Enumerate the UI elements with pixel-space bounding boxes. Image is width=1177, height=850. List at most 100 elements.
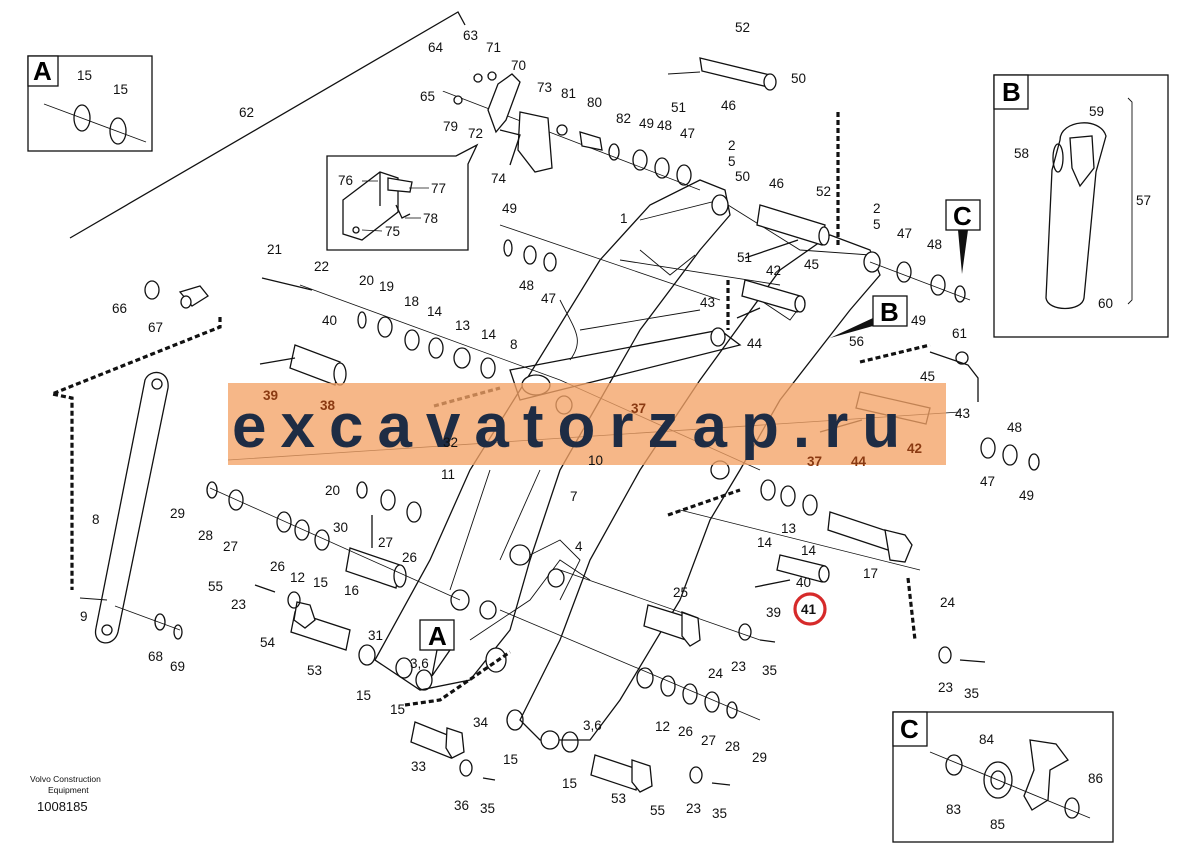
- callout-30: 49: [911, 313, 926, 328]
- callout-68: 29: [170, 506, 185, 521]
- callout-8: 73: [537, 80, 552, 95]
- callout-89: 23: [231, 597, 246, 612]
- frame-c-label-1: 86: [1088, 771, 1103, 786]
- tag-c: C: [953, 201, 972, 231]
- callout-110: 15: [562, 776, 577, 791]
- callout-64: 11: [441, 467, 455, 482]
- callout-3: 71: [486, 40, 501, 55]
- highlight-ring: [793, 592, 827, 626]
- callout-60: 44: [851, 454, 867, 469]
- watermark-band: [228, 383, 946, 465]
- callout-104: 34: [473, 715, 489, 730]
- callout-90: 54: [260, 635, 276, 650]
- callout-45: 49: [1019, 488, 1034, 503]
- callout-69: 28: [198, 528, 213, 543]
- callout-101: 27: [701, 733, 716, 748]
- callout-4: 70: [511, 58, 526, 73]
- callout-120: 8: [92, 512, 100, 527]
- callout-96: 3,6: [410, 656, 429, 671]
- callout-62: 32: [443, 435, 458, 450]
- callout-91: 53: [307, 663, 322, 678]
- callout-43: 48: [1007, 420, 1022, 435]
- callout-86: 17: [863, 566, 878, 581]
- callout-55: 40: [322, 313, 337, 328]
- frame-a-label-1: 15: [113, 82, 128, 97]
- callout-7: 72: [468, 126, 483, 141]
- detail-frame-c: C 84 86 83 85: [892, 711, 1114, 843]
- tag-a: A: [428, 621, 447, 651]
- callout-93: 24: [708, 666, 724, 681]
- callout-83: 14: [801, 543, 817, 558]
- washer-set: [154, 143, 1040, 784]
- footer: Volvo Construction Equipment 1008185: [30, 774, 101, 814]
- inset-label-3: 75: [385, 224, 400, 239]
- callout-80: 4: [575, 539, 583, 554]
- callout-11: 82: [616, 111, 631, 126]
- callout-82: 13: [781, 521, 796, 536]
- callout-72: 30: [333, 520, 348, 535]
- callout-38: 44: [747, 336, 763, 351]
- footer-brand-line1: Volvo Construction: [30, 774, 101, 784]
- highlight-label: 41: [801, 602, 817, 617]
- callout-16: 52: [735, 20, 750, 35]
- frame-b-label-1: 58: [1014, 146, 1029, 161]
- callout-108: 35: [480, 801, 495, 816]
- callout-61: 42: [907, 441, 922, 456]
- callout-41: 45: [920, 369, 935, 384]
- frame-b-label-0: 59: [1089, 104, 1104, 119]
- callout-92: 25: [673, 585, 688, 600]
- callout-117: 9: [80, 609, 88, 624]
- detail-frame-b: B 59 58 57 60: [993, 74, 1169, 338]
- callout-12: 49: [639, 116, 654, 131]
- callout-107: 36: [454, 798, 469, 813]
- inset-label-0: 76: [338, 173, 353, 188]
- callout-15: 74: [491, 171, 507, 186]
- callout-97: 15: [356, 688, 371, 703]
- callout-10: 80: [587, 95, 602, 110]
- callout-77: 15: [313, 575, 328, 590]
- callout-58: 37: [631, 401, 646, 416]
- callout-74: 26: [402, 550, 417, 565]
- callout-105: 33: [411, 759, 426, 774]
- frame-b-label-2: 57: [1136, 193, 1151, 208]
- callout-6: 79: [443, 119, 458, 134]
- callout-0: 62: [239, 105, 254, 120]
- callout-81: 14: [757, 535, 773, 550]
- callout-100: 26: [678, 724, 693, 739]
- callout-34: 47: [541, 291, 556, 306]
- callout-22: 50: [735, 169, 750, 184]
- callout-99: 12: [655, 719, 670, 734]
- callout-31: 1: [620, 211, 628, 226]
- callout-70: 27: [223, 539, 238, 554]
- callout-54: 8: [510, 337, 518, 352]
- callout-44: 47: [980, 474, 995, 489]
- callout-42: 43: [955, 406, 970, 421]
- inset-detail: [326, 143, 479, 251]
- link-8: [79, 371, 181, 644]
- callout-63: 10: [588, 453, 603, 468]
- callout-87: 24: [940, 595, 956, 610]
- callout-23: 46: [769, 176, 784, 191]
- callout-13: 48: [657, 118, 672, 133]
- callout-76: 12: [290, 570, 305, 585]
- callout-49: 19: [379, 279, 394, 294]
- inset-label-2: 78: [423, 211, 438, 226]
- frame-b-label-3: 60: [1098, 296, 1113, 311]
- callout-28: 47: [897, 226, 912, 241]
- callout-94: 23: [731, 659, 746, 674]
- callout-47: 22: [314, 259, 329, 274]
- callout-116: 35: [964, 686, 979, 701]
- callout-113: 23: [686, 801, 701, 816]
- callout-106: 15: [503, 752, 518, 767]
- footer-brand-line2: Equipment: [48, 785, 89, 795]
- callout-24: 52: [816, 184, 831, 199]
- callout-36: 43: [700, 295, 715, 310]
- callout-53: 14: [481, 327, 497, 342]
- frame-c-letter: C: [900, 714, 919, 744]
- detail-frame-a: A 15 15: [27, 55, 153, 152]
- callout-25: 51: [737, 250, 752, 265]
- callout-20: 2: [728, 138, 736, 153]
- watermark: excavatorzap.ru: [228, 383, 946, 465]
- callout-26: 2: [873, 201, 881, 216]
